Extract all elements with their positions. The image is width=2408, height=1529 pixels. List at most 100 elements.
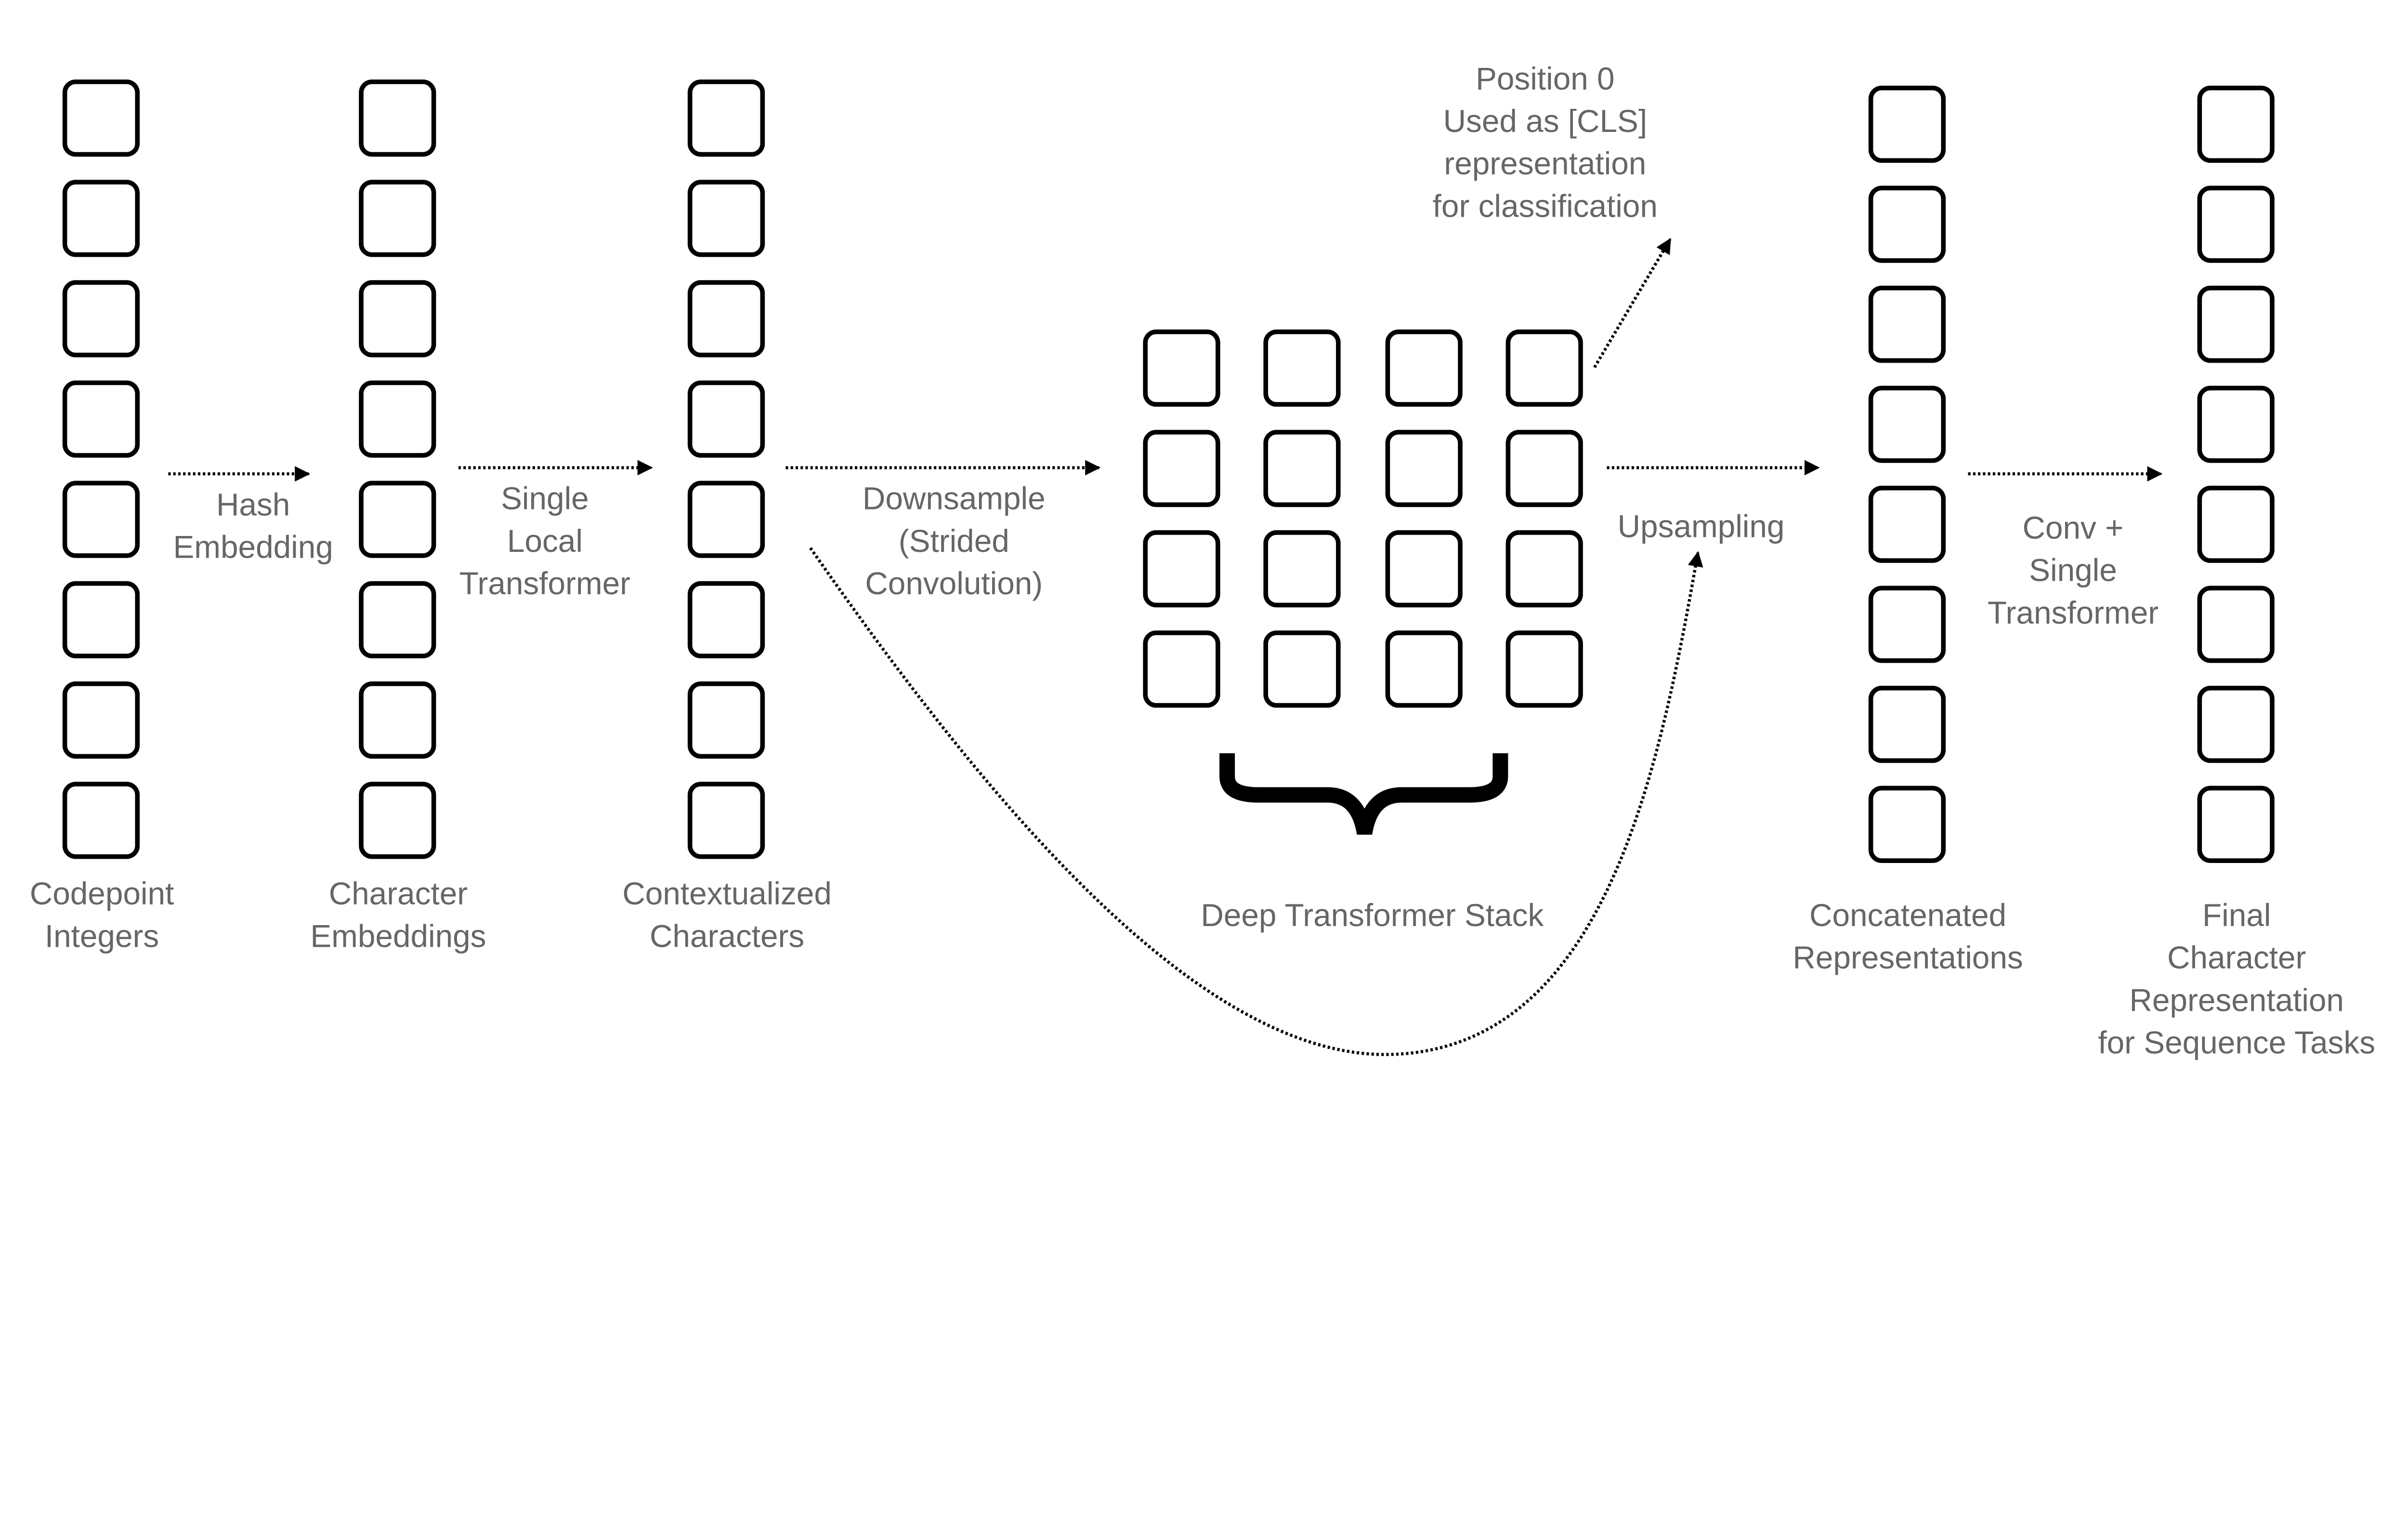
contextual-cell <box>687 581 765 658</box>
final-label-line: for Sequence Tasks <box>2098 1025 2375 1060</box>
codepoint-cell <box>62 280 140 357</box>
concat-cell <box>1868 686 1946 763</box>
stack-cell <box>1143 530 1220 608</box>
final-cell <box>2197 185 2275 263</box>
concat-cell <box>1868 185 1946 263</box>
downsample-label-line: Convolution) <box>865 566 1043 601</box>
stack-label: Deep Transformer Stack <box>1201 898 1544 933</box>
conv-transformer-label-line: Conv + <box>2023 510 2124 546</box>
codepoint-cell <box>62 481 140 558</box>
cls-note-line: Position 0 <box>1476 61 1614 96</box>
stack-cell <box>1505 329 1583 407</box>
contextual-cell <box>687 380 765 458</box>
concat-label-line: Concatenated <box>1809 898 2006 933</box>
contextual-cell <box>687 681 765 759</box>
codepoint-cell <box>62 681 140 759</box>
codepoint-cell <box>62 380 140 458</box>
stack-cell <box>1505 630 1583 708</box>
stack-cell <box>1385 329 1463 407</box>
concat-cell <box>1868 785 1946 863</box>
upsampling-label-line: Upsampling <box>1618 509 1785 544</box>
conv-transformer-label-line: Single <box>2029 553 2117 588</box>
stack-cell <box>1143 630 1220 708</box>
concat-cell <box>1868 485 1946 563</box>
final-cell <box>2197 586 2275 663</box>
local-transformer-label-line: Transformer <box>459 566 630 601</box>
cls-note-line: representation <box>1444 146 1646 181</box>
contextual-cell <box>687 481 765 558</box>
cls-note: Position 0 Used as [CLS] representation for… <box>1433 61 1658 223</box>
cls-arrow <box>1593 238 1672 368</box>
final-cell <box>2197 686 2275 763</box>
final-cell <box>2197 85 2275 163</box>
cls-note-line: for classification <box>1433 188 1658 223</box>
stack-cell <box>1505 530 1583 608</box>
concat-label-line: Representations <box>1793 940 2023 975</box>
char-emb-cell <box>359 681 436 759</box>
final-label-line: Representation <box>2129 982 2344 1018</box>
concat-cell <box>1868 586 1946 663</box>
hash-embedding-label-line: Embedding <box>173 530 333 565</box>
stack-cell <box>1263 530 1341 608</box>
char-emb-label-line: Embeddings <box>310 918 486 954</box>
char-emb-label-line: Character <box>329 876 468 911</box>
stack-cell <box>1143 430 1220 507</box>
stack-label-line: Deep Transformer Stack <box>1201 898 1544 933</box>
stack-cell <box>1263 329 1341 407</box>
final-cell <box>2197 385 2275 463</box>
hash-embedding-label-line: Hash <box>216 487 290 523</box>
conv-transformer-label-line: Transformer <box>1988 595 2159 630</box>
codepoint-cell <box>62 180 140 257</box>
stack-cell <box>1385 530 1463 608</box>
contextual-cell <box>687 280 765 357</box>
codepoint-cell <box>62 782 140 859</box>
final-label-line: Character <box>2167 940 2306 975</box>
contextual-cell <box>687 180 765 257</box>
contextual-cell <box>687 79 765 157</box>
concat-cell <box>1868 85 1946 163</box>
local-transformer-label-line: Single <box>501 481 589 516</box>
cls-note-line: Used as [CLS] <box>1443 104 1648 139</box>
contextual-label-line: Contextualized <box>622 876 832 911</box>
residual-skip-curve <box>809 547 1703 1056</box>
upsampling-label: Upsampling <box>1618 509 1785 544</box>
contextual-cell <box>687 782 765 859</box>
char-emb-cell <box>359 180 436 257</box>
final-cell <box>2197 785 2275 863</box>
codepoint-label-line: Integers <box>45 918 159 954</box>
codepoint-label-line: Codepoint <box>30 876 174 911</box>
codepoint-cell <box>62 79 140 157</box>
char-emb-cell <box>359 380 436 458</box>
contextual-label-line: Characters <box>650 918 804 954</box>
stack-cell <box>1385 430 1463 507</box>
char-emb-cell <box>359 581 436 658</box>
stack-cell <box>1263 630 1341 708</box>
stack-cell <box>1505 430 1583 507</box>
final-cell <box>2197 286 2275 363</box>
final-cell <box>2197 485 2275 563</box>
local-transformer-label-line: Local <box>507 523 583 559</box>
concat-cell <box>1868 385 1946 463</box>
downsample-label-line: (Strided <box>899 523 1009 559</box>
final-label-line: Final <box>2202 898 2271 933</box>
downsample-label-line: Downsample <box>863 481 1046 516</box>
char-emb-cell <box>359 782 436 859</box>
stack-brace <box>1219 753 1508 835</box>
char-emb-cell <box>359 481 436 558</box>
char-emb-cell <box>359 280 436 357</box>
stack-cell <box>1263 430 1341 507</box>
concat-cell <box>1868 286 1946 363</box>
stack-cell <box>1385 630 1463 708</box>
char-emb-cell <box>359 79 436 157</box>
codepoint-cell <box>62 581 140 658</box>
